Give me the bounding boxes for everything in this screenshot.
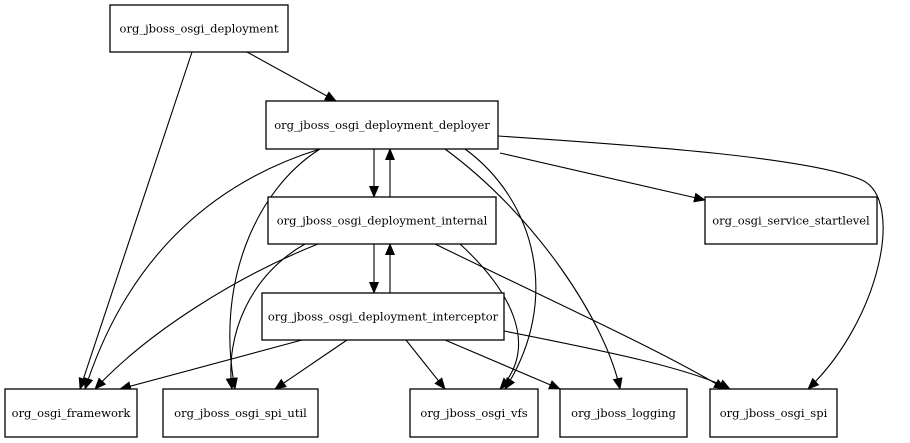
edge-arrow [94,243,319,390]
edge-arrow [119,339,303,391]
node-interceptor: org_jboss_osgi_deployment_interceptor [261,292,505,341]
node-label: org_jboss_osgi_deployment [120,22,279,36]
edge-arrow [503,330,731,390]
node-logging: org_jboss_logging [559,388,688,438]
node-framework: org_osgi_framework [4,388,138,438]
node-box [4,388,138,438]
node-label: org_jboss_osgi_spi [720,406,828,420]
edge-interceptor-to-framework [119,339,303,391]
edge-deployer-to-spi [497,135,884,390]
node-box [559,388,688,438]
node-box [265,100,499,150]
node-box [704,196,878,245]
node-label: org_jboss_osgi_deployment_interceptor [268,310,499,324]
edge-internal-to-framework [94,243,319,390]
edge-deployer-to-logging [444,148,623,390]
node-spi: org_jboss_osgi_spi [709,388,838,438]
edge-arrow [444,339,561,390]
node-deployer: org_jboss_osgi_deployment_deployer [265,100,499,150]
node-box [709,388,838,438]
node-box [267,196,497,245]
edge-deployment-to-deployer [246,51,337,102]
edge-internal-to-spi [434,243,726,390]
edge-arrow [228,148,321,390]
edge-arrow [225,243,306,390]
edge-interceptor-to-spi_util [274,339,348,390]
edge-arrow [405,339,446,390]
edge-arrow [83,148,321,390]
edge-interceptor-to-vfs [405,339,446,390]
edge-deployer-to-spi_util [228,148,321,390]
edge-deployer-to-vfs [464,148,537,390]
edge-arrow [274,339,348,390]
node-spi-util: org_jboss_osgi_spi_util [162,388,319,438]
node-label: org_osgi_framework [12,406,132,420]
edge-interceptor-to-spi [503,330,731,390]
edge-arrow [464,148,537,390]
nodes-layer: org_jboss_osgi_deployment org_jboss_osgi_… [4,4,878,438]
edges-layer [78,51,884,391]
node-label: org_jboss_osgi_spi_util [174,406,307,420]
node-box [162,388,319,438]
node-label: org_jboss_logging [571,406,676,420]
edge-arrow [459,243,519,390]
node-vfs: org_jboss_osgi_vfs [409,388,539,438]
edge-arrow [497,135,884,390]
edge-internal-to-spi_util [225,243,306,390]
node-box [409,388,539,438]
edge-arrow [444,148,623,390]
node-label: org_jboss_osgi_vfs [420,406,527,420]
edge-deployer-to-startlevel [499,152,706,203]
edge-arrow [246,51,337,102]
edge-arrow [434,243,726,390]
node-internal: org_jboss_osgi_deployment_internal [267,196,497,245]
edge-interceptor-to-logging [444,339,561,390]
edge-deployment-to-framework [78,51,193,390]
node-box [261,292,505,341]
edge-arrow [499,152,706,203]
node-label: org_jboss_osgi_deployment_deployer [274,118,490,132]
edge-arrow [78,51,193,390]
node-label: org_osgi_service_startlevel [712,214,870,228]
node-deployment: org_jboss_osgi_deployment [109,4,289,53]
edge-deployer-to-framework [83,148,321,390]
node-label: org_jboss_osgi_deployment_internal [277,214,488,228]
edge-internal-to-vfs [459,243,519,390]
node-box [109,4,289,53]
node-startlevel: org_osgi_service_startlevel [704,196,878,245]
